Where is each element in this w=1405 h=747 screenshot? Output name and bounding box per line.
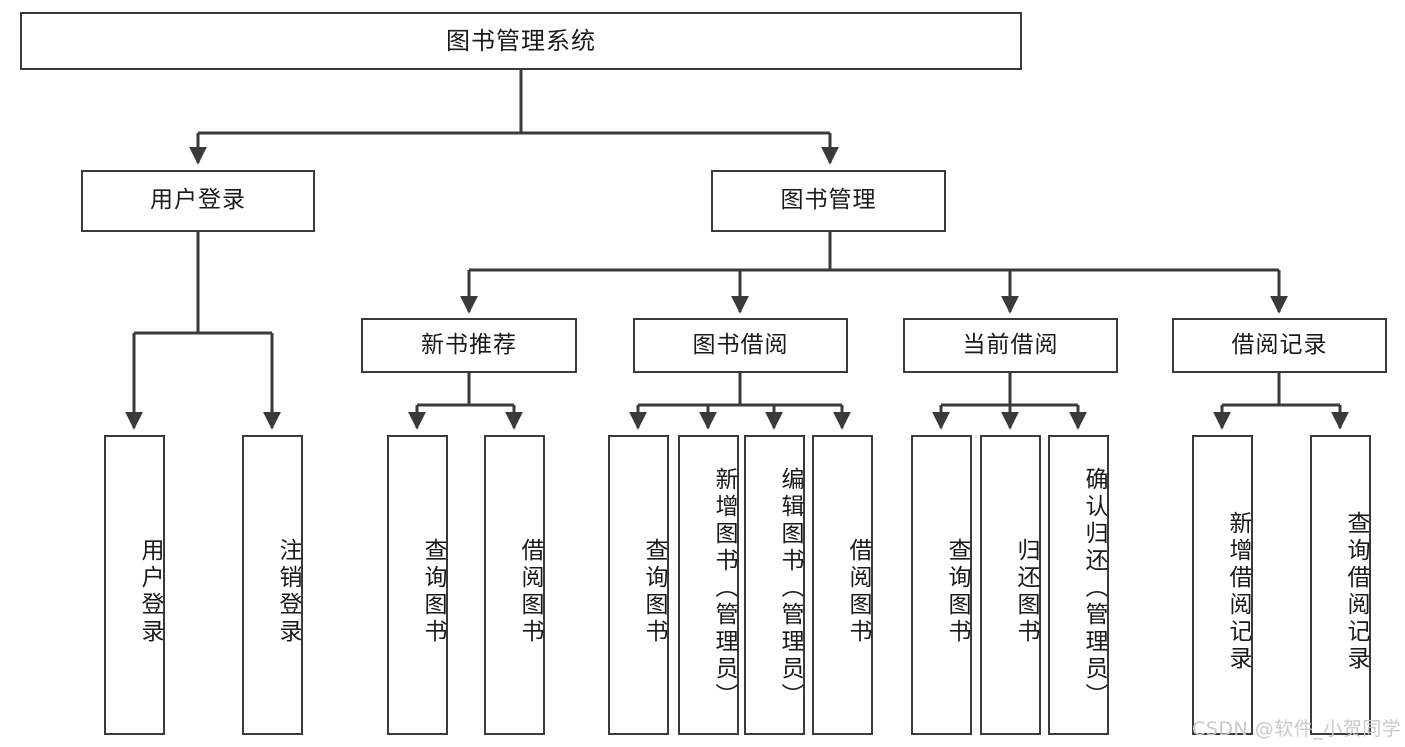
leaf-query-books-borrow[interactable]: 查询图书	[608, 435, 669, 735]
node-label: 图书管理	[780, 187, 877, 214]
leaf-query-books-current[interactable]: 查询图书	[911, 435, 972, 735]
leaf-add-book-admin[interactable]: 新增图书（管理员）	[678, 435, 739, 735]
node-label: 编辑图书（管理员）	[777, 466, 803, 710]
node-label: 新增借阅记录	[1225, 511, 1251, 673]
node-user-login[interactable]: 用户登录	[81, 170, 315, 232]
node-label: 查询图书	[641, 538, 667, 646]
node-label: 借阅图书	[845, 538, 871, 646]
leaf-borrow-books[interactable]: 借阅图书	[812, 435, 873, 735]
node-label: 用户登录	[150, 187, 246, 214]
node-new-book-recommendation[interactable]: 新书推荐	[361, 318, 577, 373]
node-label: 当前借阅	[962, 331, 1059, 358]
node-label: 新增图书（管理员）	[711, 466, 737, 710]
node-root-book-management-system[interactable]: 图书管理系统	[20, 12, 1022, 70]
leaf-confirm-return-admin[interactable]: 确认归还（管理员）	[1048, 435, 1109, 735]
leaf-logout[interactable]: 注销登录	[242, 435, 303, 735]
node-label: 归还图书	[1013, 538, 1039, 646]
node-label: 借阅图书	[517, 538, 543, 646]
node-book-management[interactable]: 图书管理	[711, 170, 946, 232]
node-current-borrowing[interactable]: 当前借阅	[903, 318, 1118, 373]
node-label: 图书管理系统	[446, 26, 596, 55]
node-label: 图书借阅	[692, 331, 789, 358]
node-label: 查询图书	[944, 538, 970, 646]
leaf-user-login[interactable]: 用户登录	[104, 435, 165, 735]
csdn-watermark: CSDN @软件_小贺同学	[1192, 718, 1402, 740]
node-borrowing-records[interactable]: 借阅记录	[1172, 318, 1387, 373]
node-label: 查询图书	[420, 538, 446, 646]
leaf-borrow-books-newbook[interactable]: 借阅图书	[484, 435, 545, 735]
node-label: 借阅记录	[1231, 331, 1328, 358]
node-book-borrowing[interactable]: 图书借阅	[633, 318, 848, 373]
node-label: 用户登录	[137, 538, 163, 646]
node-label: 注销登录	[275, 538, 301, 646]
leaf-edit-book-admin[interactable]: 编辑图书（管理员）	[744, 435, 805, 735]
leaf-add-borrow-record[interactable]: 新增借阅记录	[1192, 435, 1253, 735]
node-label: 确认归还（管理员）	[1081, 466, 1107, 710]
leaf-query-books-newbook[interactable]: 查询图书	[387, 435, 448, 735]
leaf-query-borrow-record[interactable]: 查询借阅记录	[1310, 435, 1371, 735]
node-label: 查询借阅记录	[1343, 511, 1369, 673]
node-label: 新书推荐	[421, 331, 517, 358]
leaf-return-books[interactable]: 归还图书	[980, 435, 1041, 735]
